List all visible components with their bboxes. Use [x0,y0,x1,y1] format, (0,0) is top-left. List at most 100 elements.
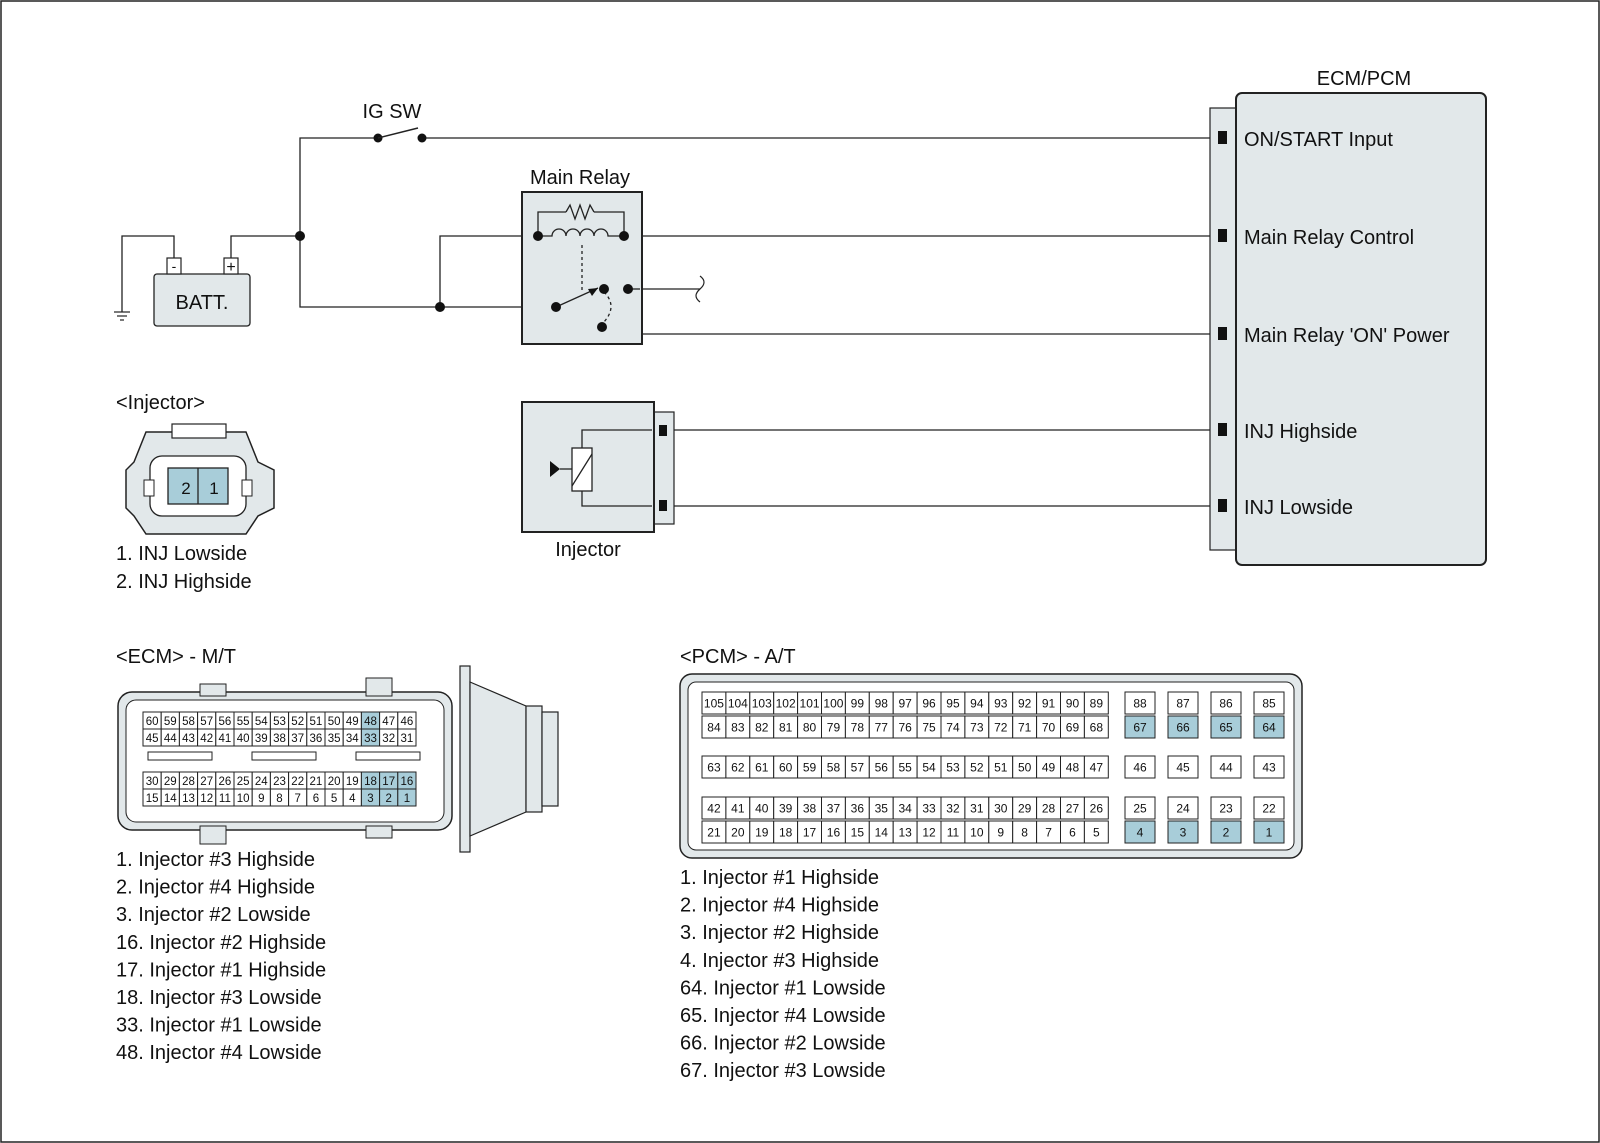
pin-label: 47 [1090,761,1104,775]
pin-label: 19 [755,826,769,840]
pin-label: 48 [1066,761,1080,775]
pin-label: 39 [779,802,793,816]
pin-label: 100 [823,697,843,711]
pin-label: 59 [164,716,177,728]
pin-label: 46 [1133,761,1147,775]
pin-24: 24 [1167,796,1199,820]
pin-4: 4 [342,788,362,807]
pin-label: 49 [1042,761,1056,775]
pin-label: 80 [803,721,817,735]
pin-29: 29 [1012,796,1038,820]
pin-24: 24 [251,771,271,790]
pin-59: 59 [160,711,180,730]
pin-96: 96 [916,691,942,715]
pin-27: 27 [197,771,217,790]
pin-10: 10 [233,788,253,807]
pin-31: 31 [964,796,990,820]
pin-label: 81 [779,721,793,735]
pin-28: 28 [178,771,199,790]
pin-label: 51 [994,761,1008,775]
pin-68: 68 [1083,715,1109,739]
pin-50: 50 [1012,755,1038,779]
pin-32: 32 [379,728,399,747]
pin-57: 57 [844,755,870,779]
pin-label: 35 [328,733,341,745]
ecm-terminal-main-relay-power: Main Relay 'ON' Power [1244,325,1450,347]
pin-50: 50 [324,711,344,730]
pin-5: 5 [1083,820,1109,844]
pin-label: 19 [346,776,359,788]
pin-label: 32 [946,802,960,816]
pin-53: 53 [940,755,966,779]
pin-label: 54 [255,716,268,728]
pin-label: 42 [707,802,721,816]
pin-label: 15 [851,826,865,840]
pin-3: 3 [1167,820,1199,844]
pin-85: 85 [1253,691,1285,715]
pcm-legend-item: 65. Injector #4 Lowside [680,1005,886,1027]
pin-label: 31 [970,802,984,816]
pin-label: 69 [1066,721,1080,735]
pin-39: 39 [773,796,799,820]
pin-47: 47 [379,711,399,730]
pin-label: 10 [237,793,250,805]
pin-11: 11 [940,820,966,844]
pin-label: 22 [291,776,304,788]
pin-label: 4 [1137,826,1144,840]
pin-94: 94 [964,691,990,715]
pin-103: 103 [749,691,775,715]
pin-60: 60 [773,755,799,779]
pin-label: 79 [827,721,841,735]
pin-label: 17 [803,826,817,840]
pin-71: 71 [1012,715,1038,739]
pin-label: 12 [922,826,936,840]
pin-label: 85 [1262,697,1276,711]
pin-22: 22 [1253,796,1285,820]
pin-43: 43 [1253,755,1285,779]
pin-53: 53 [269,711,290,730]
pcm-legend-item: 1. Injector #1 Highside [680,867,879,889]
pin-label: 43 [182,733,195,745]
pin-label: 60 [146,716,159,728]
pin-label: 14 [875,826,889,840]
pin-31: 31 [397,728,417,747]
pin-15: 15 [844,820,870,844]
pin-label: 72 [994,721,1008,735]
pin-label: 58 [827,761,841,775]
pin-70: 70 [1036,715,1061,739]
pin-19: 19 [749,820,775,844]
pin-label: 8 [1021,826,1028,840]
pin-label: 45 [1176,761,1190,775]
circuit-wires [121,137,1210,507]
pin-label: 51 [310,716,323,728]
pin-89: 89 [1083,691,1109,715]
pin-label: 90 [1066,697,1080,711]
pin-87: 87 [1167,691,1199,715]
pin-40: 40 [749,796,775,820]
pin-label: 103 [752,697,772,711]
pin-label: 52 [291,716,304,728]
pcm-connector-title: <PCM> - A/T [680,646,796,668]
pin-17: 17 [797,820,822,844]
pin-36: 36 [844,796,870,820]
pin-43: 43 [178,728,199,747]
pin-label: 35 [875,802,889,816]
pin-label: 54 [922,761,936,775]
pin-54: 54 [251,711,271,730]
pin-label: 11 [947,826,960,840]
pin-13: 13 [892,820,918,844]
pin-label: 73 [970,721,984,735]
pin-29: 29 [160,771,180,790]
pin-label: 29 [1018,802,1032,816]
pin-label: 74 [946,721,960,735]
pin-35: 35 [324,728,344,747]
pin-73: 73 [964,715,990,739]
pin-86: 86 [1210,691,1242,715]
pin-81: 81 [773,715,799,739]
pin-49: 49 [1036,755,1061,779]
pin-28: 28 [1036,796,1061,820]
pin-label: 75 [922,721,936,735]
pin-label: 38 [273,733,286,745]
pin-label: 23 [1219,802,1233,816]
